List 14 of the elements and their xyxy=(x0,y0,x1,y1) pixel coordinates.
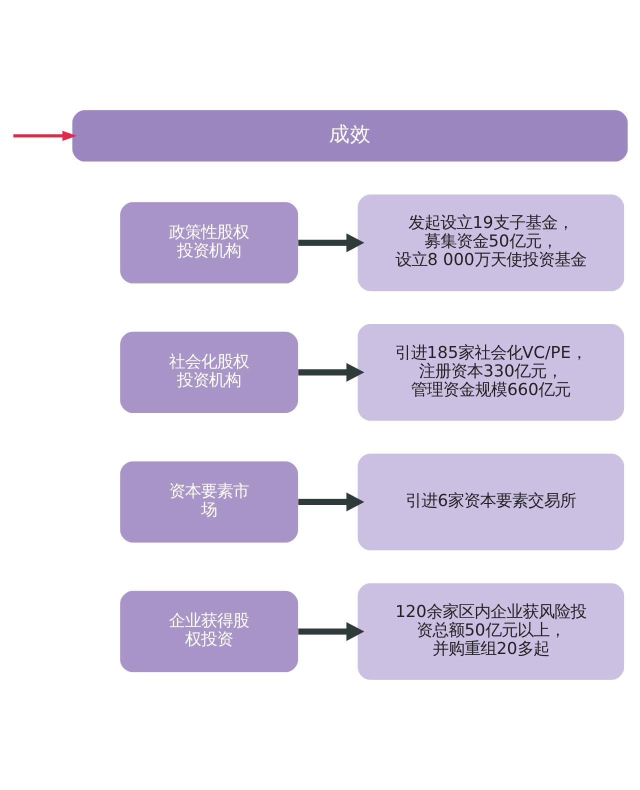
arrow xyxy=(298,492,364,512)
node-box: 政策性股权投资机构 xyxy=(120,202,298,284)
node-box: 发起设立19支子基金，募集资金50亿元，设立8 000万天使投资基金 xyxy=(358,194,624,292)
node-box: 引进6家资本要素交易所 xyxy=(358,454,624,550)
node-box: 120余家区内企业获风险投资总额50亿元以上，并购重组20多起 xyxy=(358,583,624,680)
arrow xyxy=(13,130,77,141)
node-box: 引进185家社会化VC/PE，注册资本330亿元，管理资金规模660亿元 xyxy=(358,324,624,421)
node-box: 企业获得股权投资 xyxy=(120,590,298,672)
node-box: 成效 xyxy=(72,110,628,162)
arrow xyxy=(298,362,364,382)
arrow xyxy=(298,233,364,252)
arrow xyxy=(298,622,364,641)
node-box: 资本要素市场 xyxy=(120,461,298,543)
node-box: 社会化股权投资机构 xyxy=(120,332,298,413)
